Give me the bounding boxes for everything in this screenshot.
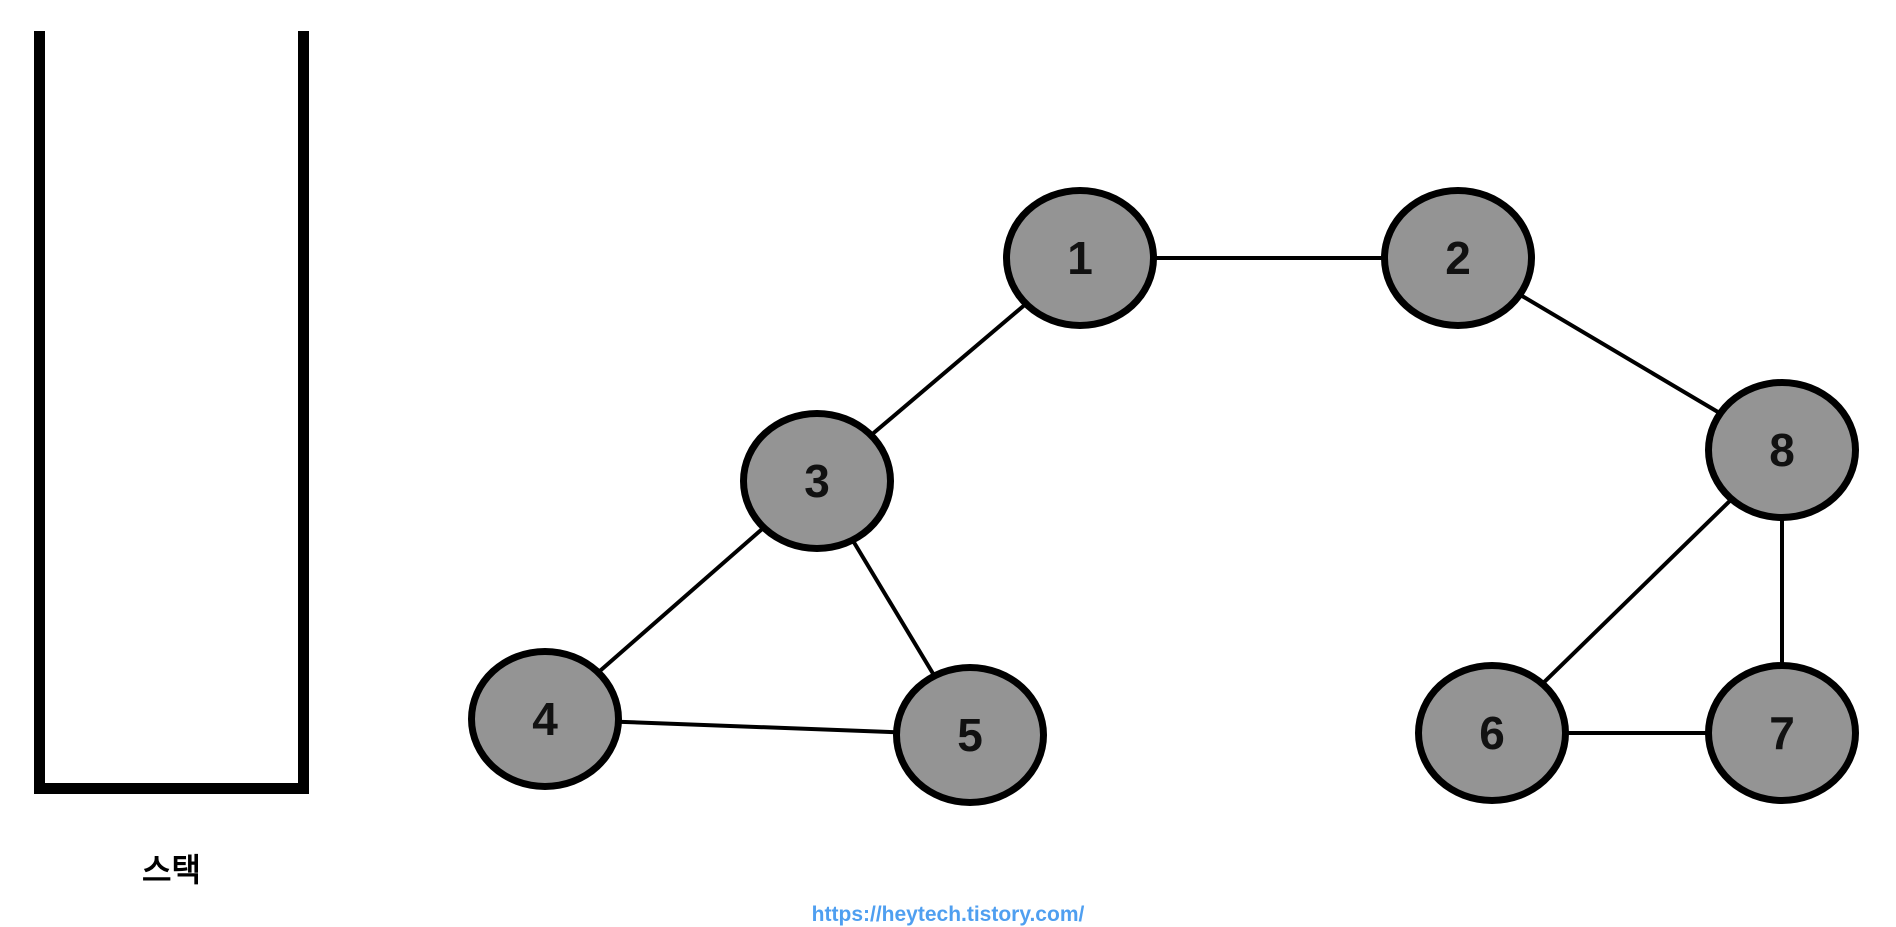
stack-wall-bottom <box>34 783 309 794</box>
graph-edge-3-5 <box>850 538 937 678</box>
graph-node-3[interactable]: 3 <box>740 410 894 552</box>
watermark-url: https://heytech.tistory.com/ <box>811 903 1085 926</box>
graph-node-label: 8 <box>1769 424 1795 476</box>
stack-label: 스택 <box>142 852 201 888</box>
graph-node-label: 2 <box>1445 232 1471 284</box>
graph-node-2[interactable]: 2 <box>1381 187 1535 329</box>
graph-edge-4-5 <box>617 719 898 735</box>
graph-node-4[interactable]: 4 <box>468 648 622 790</box>
graph-node-6[interactable]: 6 <box>1415 662 1569 804</box>
graph-node-label: 5 <box>957 709 983 761</box>
graph-node-8[interactable]: 8 <box>1705 379 1859 521</box>
graph-node-7[interactable]: 7 <box>1705 662 1859 804</box>
graph-node-label: 6 <box>1479 707 1505 759</box>
graph-edge-2-8 <box>1518 292 1722 416</box>
graph-node-label: 3 <box>804 455 830 507</box>
stack-interior-empty <box>45 31 298 783</box>
graph-node-1[interactable]: 1 <box>1003 187 1157 329</box>
graph-node-5[interactable]: 5 <box>893 664 1047 806</box>
stack-wall-left <box>34 31 45 794</box>
graph-edge-8-6 <box>1540 497 1734 686</box>
graph-node-label: 1 <box>1067 232 1093 284</box>
graph-edge-3-4 <box>596 525 766 675</box>
graph-edge-1-3 <box>869 301 1028 438</box>
graph-node-label: 4 <box>532 693 558 745</box>
stack-wall-right <box>298 31 309 794</box>
graph-node-label: 7 <box>1769 707 1795 759</box>
